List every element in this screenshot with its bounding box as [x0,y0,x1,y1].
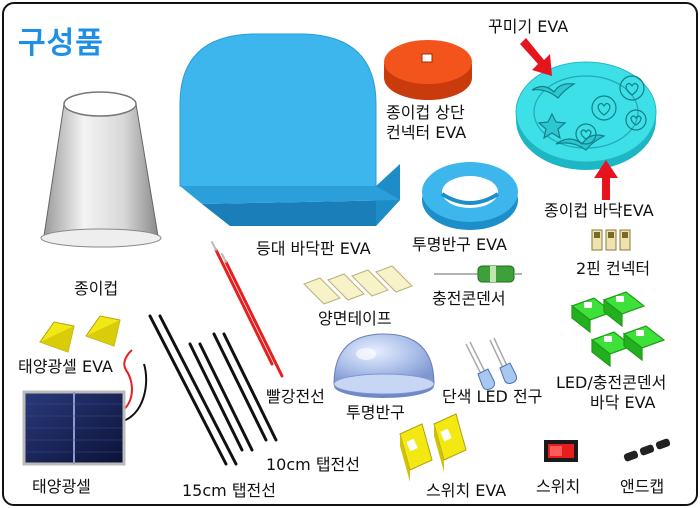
label-dome-ring-eva: 투명반구 EVA [412,235,507,254]
dome-ring-eva-icon [422,162,518,230]
label-top-connector-2: 컨넥터 EVA [386,123,467,142]
lamp-base-eva-icon [179,33,400,226]
decoration-eva-icon [515,61,657,170]
label-two-pin-connector: 2핀 컨넥터 [576,259,651,278]
dome-icon [333,333,435,398]
page-title: 구성품 [18,26,104,61]
label-solar-cell-eva: 태양광셀 EVA [18,357,113,376]
label-led-capacitor-base-2: 바닥 EVA [590,393,656,412]
solar-cell-eva-icon [39,315,121,353]
led-bulb-icon [465,337,517,390]
label-end-cap: 앤드캡 [620,477,665,496]
label-tab-wire-15cm: 15cm 탭전선 [182,481,276,500]
capacitor-icon [434,265,522,283]
label-led-bulb: 단색 LED 전구 [442,387,543,406]
label-switch: 스위치 [536,477,581,496]
label-double-sided-tape: 양면테이프 [318,309,392,328]
label-dome: 투명반구 [346,403,405,422]
tab-wire-icon [148,314,278,466]
paper-cup-icon [40,91,162,248]
label-decoration-eva: 꾸미기 EVA [488,17,569,36]
led-capacitor-base-eva-icon [570,291,666,368]
label-lamp-base-eva: 등대 바닥판 EVA [256,239,371,258]
end-cap-icon [623,438,671,462]
top-connector-eva-icon [384,40,472,100]
solar-cell-icon [22,349,148,466]
switch-icon [544,440,578,462]
label-switch-eva: 스위치 EVA [426,481,507,500]
label-solar-cell: 태양광셀 [32,477,91,496]
two-pin-connector-icon [591,229,631,251]
label-top-connector-1: 종이컵 상단 [386,103,465,122]
red-wire-icon [211,241,284,378]
switch-eva-icon [399,413,467,482]
label-led-capacitor-base-1: LED/충전콘덴서 [556,373,667,392]
label-red-wire: 빨강전선 [266,387,325,406]
label-cup-bottom-eva: 종이컵 바닥EVA [544,201,654,220]
label-paper-cup: 종이컵 [74,279,119,298]
components-illustration [22,33,671,482]
label-capacitor: 충전콘덴서 [432,289,506,308]
arrow-icon [520,38,618,200]
double-sided-tape-icon [303,265,413,305]
label-tab-wire-10cm: 10cm 탭전선 [266,455,360,474]
